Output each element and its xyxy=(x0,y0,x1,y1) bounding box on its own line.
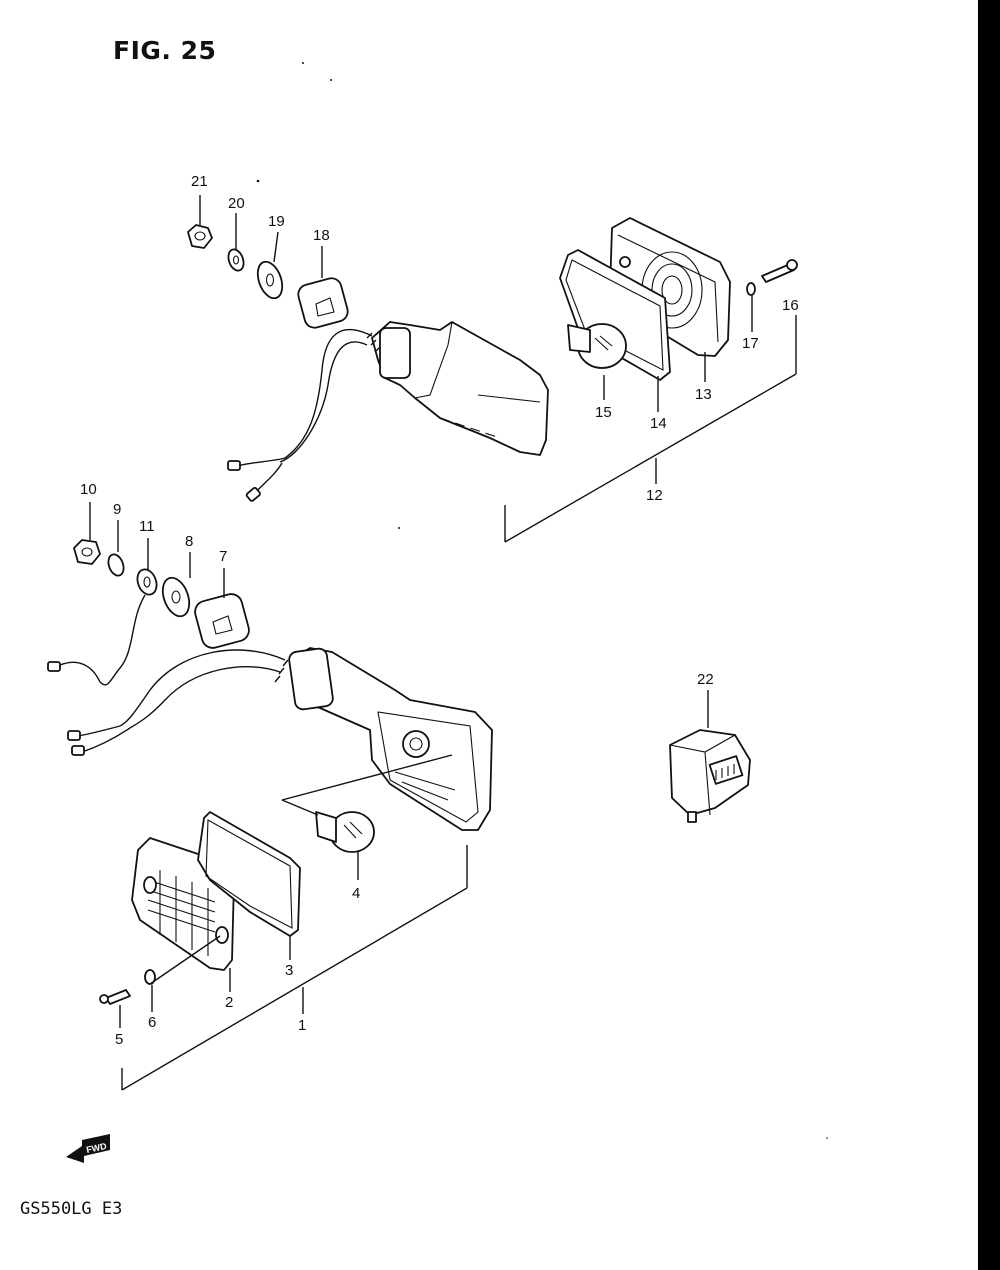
callout-10: 10 xyxy=(80,481,97,498)
callout-20: 20 xyxy=(228,195,245,212)
callout-5: 5 xyxy=(115,1031,123,1048)
fwd-arrow: FWD xyxy=(66,1134,110,1163)
callout-3: 3 xyxy=(285,962,293,979)
flasher-relay xyxy=(669,690,751,823)
parts-diagram: FWD 1 2 3 4 5 6 7 8 9 10 11 12 13 14 15 … xyxy=(47,62,828,1163)
callout-9: 9 xyxy=(113,501,121,518)
callout-22: 22 xyxy=(697,671,714,688)
callout-8: 8 xyxy=(185,533,193,550)
callout-numbers: 1 2 3 4 5 6 7 8 9 10 11 12 13 14 15 16 1… xyxy=(80,173,799,1048)
upper-turn-signal-assembly xyxy=(187,217,798,502)
callout-13: 13 xyxy=(695,386,712,403)
callout-15: 15 xyxy=(595,404,612,421)
callout-16: 16 xyxy=(782,297,799,314)
lower-turn-signal-assembly xyxy=(47,539,493,1005)
callout-7: 7 xyxy=(219,548,227,565)
model-code: GS550LG E3 xyxy=(20,1199,123,1219)
callout-14: 14 xyxy=(650,415,667,432)
lower-assembly-leaders xyxy=(89,502,468,1091)
callout-17: 17 xyxy=(742,335,759,352)
callout-1: 1 xyxy=(298,1017,306,1034)
callout-19: 19 xyxy=(268,213,285,230)
fwd-arrow-label: FWD xyxy=(85,1141,108,1155)
callout-21: 21 xyxy=(191,173,208,190)
page-edge-strip xyxy=(978,0,1000,1270)
callout-6: 6 xyxy=(148,1014,156,1031)
callout-18: 18 xyxy=(313,227,330,244)
scan-specks xyxy=(256,62,828,1139)
upper-assembly-leaders xyxy=(199,195,797,543)
figure-title: FIG. 25 xyxy=(113,36,217,65)
callout-11: 11 xyxy=(139,518,155,535)
callout-2: 2 xyxy=(225,994,233,1011)
callout-12: 12 xyxy=(646,487,663,504)
callout-4: 4 xyxy=(352,885,360,902)
